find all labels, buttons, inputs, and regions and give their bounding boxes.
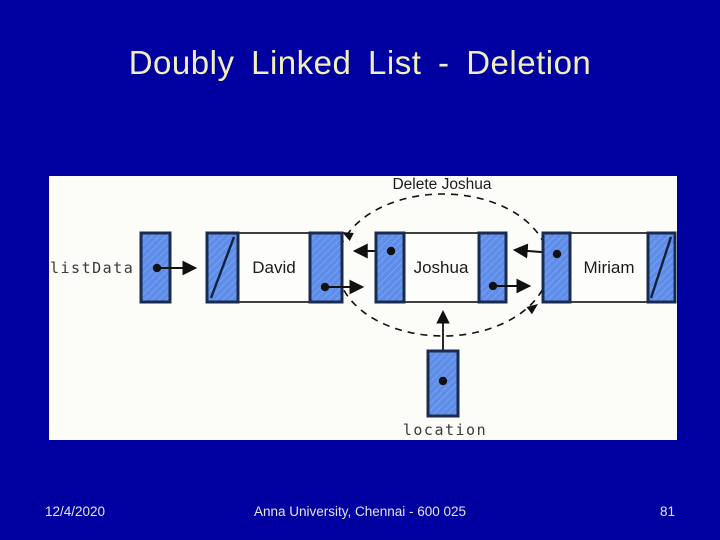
node-miriam-prev-dot (552, 249, 562, 259)
node-joshua-label: Joshua (414, 258, 469, 277)
node-joshua-prev-dot (386, 246, 396, 256)
slide-title: Doubly Linked List - Deletion (128, 44, 592, 81)
slide-footer: 12/4/2020 Anna University, Chennai - 600… (45, 504, 675, 519)
delete-path-arrowhead-to-miriam (526, 304, 538, 315)
head-pointer-label: listData (50, 259, 134, 277)
node-david-prev-pointer-box (205, 231, 240, 304)
location-pointer-label: location (403, 421, 487, 439)
head-pointer-dot (152, 263, 162, 273)
doubly-linked-list-diagram: Delete Joshua listData David (49, 176, 677, 440)
node-david-next-pointer-box (308, 231, 344, 304)
diagram-caption: Delete Joshua (392, 176, 491, 193)
footer-institution: Anna University, Chennai - 600 025 (253, 504, 467, 519)
footer-page-number: 81 (659, 504, 675, 519)
node-miriam-prev-pointer-box (541, 231, 572, 304)
delete-path-arrowhead-to-david (342, 232, 354, 242)
node-david-null-slash (209, 236, 236, 299)
node-david-label: David (252, 258, 295, 277)
node-david-next-dot (320, 282, 330, 292)
node-joshua-next-dot (488, 281, 498, 291)
location-pointer-box (426, 349, 460, 418)
node-joshua-prev-pointer-box (374, 231, 406, 304)
footer-date: 12/4/2020 (45, 504, 106, 519)
node-miriam-label: Miriam (584, 258, 635, 277)
node-miriam-null-slash (649, 236, 673, 299)
diagram-canvas: Delete Joshua listData David (50, 176, 677, 439)
location-pointer-dot (438, 376, 448, 386)
node-joshua: Joshua (352, 231, 532, 304)
node-miriam: Miriam (512, 231, 677, 304)
node-joshua-next-pointer-box (477, 231, 508, 304)
node-david: David (205, 231, 365, 304)
